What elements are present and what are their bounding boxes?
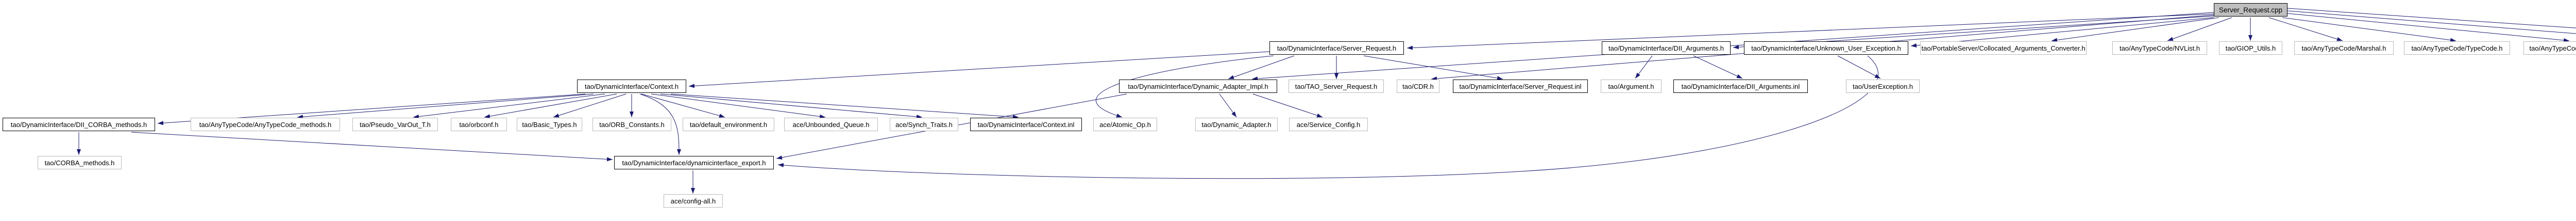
include-edge-server_request_cpp-to-operation_details_h bbox=[2287, 10, 2576, 34]
include-edge-server_request_cpp-to-nvlist_h bbox=[2167, 17, 2232, 41]
graph-node-atomic_op_h: ace/Atomic_Op.h bbox=[1093, 118, 1157, 131]
include-edge-server_request_cpp-to-collocated_arguments_converter_h bbox=[2051, 17, 2219, 42]
graph-node-dynamic_adapter_h: tao/Dynamic_Adapter.h bbox=[1195, 118, 1278, 131]
graph-node-dynamic_adapter_impl_h[interactable]: tao/DynamicInterface/Dynamic_Adapter_Imp… bbox=[1119, 80, 1277, 93]
graph-node-collocated_arguments_converter_h: tao/PortableServer/Collocated_Arguments_… bbox=[1920, 41, 2087, 55]
graph-node-basic_types_h: tao/Basic_Types.h bbox=[517, 118, 582, 131]
include-edge-dynamic_adapter_impl_h-to-dynamic_adapter_h bbox=[1219, 93, 1237, 118]
include-edge-context_h-to-synch_traits_h bbox=[660, 93, 923, 119]
include-edge-context_h-to-orbconf_h bbox=[484, 93, 617, 119]
graph-node-context_inl[interactable]: tao/DynamicInterface/Context.inl bbox=[970, 118, 1082, 131]
graph-node-config_all_h: ace/config-all.h bbox=[664, 194, 723, 208]
graph-node-pseudo_varout_t_h: tao/Pseudo_VarOut_T.h bbox=[352, 118, 438, 131]
graph-node-corba_methods_h: tao/CORBA_methods.h bbox=[38, 156, 122, 169]
graph-node-server_request_inl[interactable]: tao/DynamicInterface/Server_Request.inl bbox=[1453, 80, 1588, 93]
include-edge-server_request_cpp-to-marshal_h bbox=[2268, 17, 2343, 41]
graph-node-dii_arguments_inl[interactable]: tao/DynamicInterface/DII_Arguments.inl bbox=[1673, 80, 1808, 93]
include-edge-context_h-to-context_inl bbox=[670, 93, 1019, 119]
graph-node-cdr_h: tao/CDR.h bbox=[1397, 80, 1439, 93]
include-edge-dii_arguments_h-to-dii_arguments_inl bbox=[1693, 55, 1743, 79]
graph-node-dii_corba_methods_h[interactable]: tao/DynamicInterface/DII_CORBA_methods.h bbox=[3, 118, 155, 131]
include-edge-context_h-to-pseudo_varout_t_h bbox=[413, 93, 605, 119]
include-edge-unknown_user_exception_h-to-dynamicinterface_export_h bbox=[777, 55, 1878, 179]
include-edge-dii_arguments_h-to-argument_h bbox=[1635, 55, 1653, 79]
graph-node-dynamicinterface_export_h[interactable]: tao/DynamicInterface/dynamicinterface_ex… bbox=[614, 156, 774, 169]
graph-node-anytypecode_methods_h: tao/AnyTypeCode/AnyTypeCode_methods.h bbox=[191, 118, 340, 131]
include-edge-server_request_cpp-to-dynamic_adapter_impl_h bbox=[1251, 12, 2214, 81]
include-edge-dynamic_adapter_impl_h-to-service_config_h bbox=[1252, 93, 1323, 118]
graph-node-service_config_h: ace/Service_Config.h bbox=[1289, 118, 1368, 131]
include-edge-context_h-to-default_environment_h bbox=[641, 93, 725, 118]
graph-node-giop_utils_h: tao/GIOP_Utils.h bbox=[2219, 41, 2282, 55]
graph-node-typecode_h: tao/AnyTypeCode/TypeCode.h bbox=[2404, 41, 2510, 55]
graph-node-default_environment_h: tao/default_environment.h bbox=[683, 118, 774, 131]
include-edge-context_h-to-basic_types_h bbox=[553, 93, 626, 118]
graph-node-userexception_h: tao/UserException.h bbox=[1846, 80, 1920, 93]
graph-node-synch_traits_h: ace/Synch_Traits.h bbox=[890, 118, 958, 131]
include-edge-context_h-to-anytypecode_methods_h bbox=[297, 93, 594, 119]
graph-node-any_impl_h: tao/AnyTypeCode/Any_Impl.h bbox=[2523, 41, 2576, 55]
include-edge-context_h-to-dynamicinterface_export_h bbox=[639, 93, 681, 155]
graph-node-server_request_cpp: Server_Request.cpp bbox=[2214, 3, 2287, 17]
graph-node-orbconf_h: tao/orbconf.h bbox=[451, 118, 507, 131]
include-edge-server_request_h-to-context_h bbox=[688, 51, 1270, 88]
include-edge-server_request_cpp-to-typecode_h bbox=[2282, 17, 2456, 42]
include-edge-server_request_cpp-to-unknown_user_exception_h bbox=[1910, 17, 2214, 48]
include-edge-server_request_h-to-dynamic_adapter_impl_h bbox=[1228, 55, 1295, 80]
graph-node-dii_arguments_h[interactable]: tao/DynamicInterface/DII_Arguments.h bbox=[1602, 41, 1731, 55]
graph-node-tao_server_request_h: tao/TAO_Server_Request.h bbox=[1289, 80, 1384, 93]
graph-node-orb_constants_h: tao/ORB_Constants.h bbox=[592, 118, 671, 131]
graph-node-unbounded_queue_h: ace/Unbounded_Queue.h bbox=[784, 118, 878, 131]
include-edge-server_request_cpp-to-server_request_h bbox=[1406, 13, 2214, 50]
graph-node-unknown_user_exception_h[interactable]: tao/DynamicInterface/Unknown_User_Except… bbox=[1744, 41, 1908, 55]
include-edge-server_request_cpp-to-any_impl_h bbox=[2287, 13, 2570, 42]
graph-node-argument_h: tao/Argument.h bbox=[1601, 80, 1662, 93]
include-edge-context_h-to-unbounded_queue_h bbox=[651, 93, 826, 119]
graph-node-marshal_h: tao/AnyTypeCode/Marshal.h bbox=[2294, 41, 2394, 55]
include-edge-server_request_cpp-to-systemexception_h bbox=[2287, 8, 2576, 28]
graph-node-server_request_h[interactable]: tao/DynamicInterface/Server_Request.h bbox=[1269, 41, 1404, 55]
include-edge-server_request_h-to-server_request_inl bbox=[1363, 55, 1503, 81]
include-edge-unknown_user_exception_h-to-userexception_h bbox=[1837, 55, 1881, 79]
include-edge-dii_corba_methods_h-to-dynamicinterface_export_h bbox=[131, 132, 613, 162]
graph-node-nvlist_h: tao/AnyTypeCode/NVList.h bbox=[2112, 41, 2207, 55]
graph-node-context_h[interactable]: tao/DynamicInterface/Context.h bbox=[577, 80, 686, 93]
